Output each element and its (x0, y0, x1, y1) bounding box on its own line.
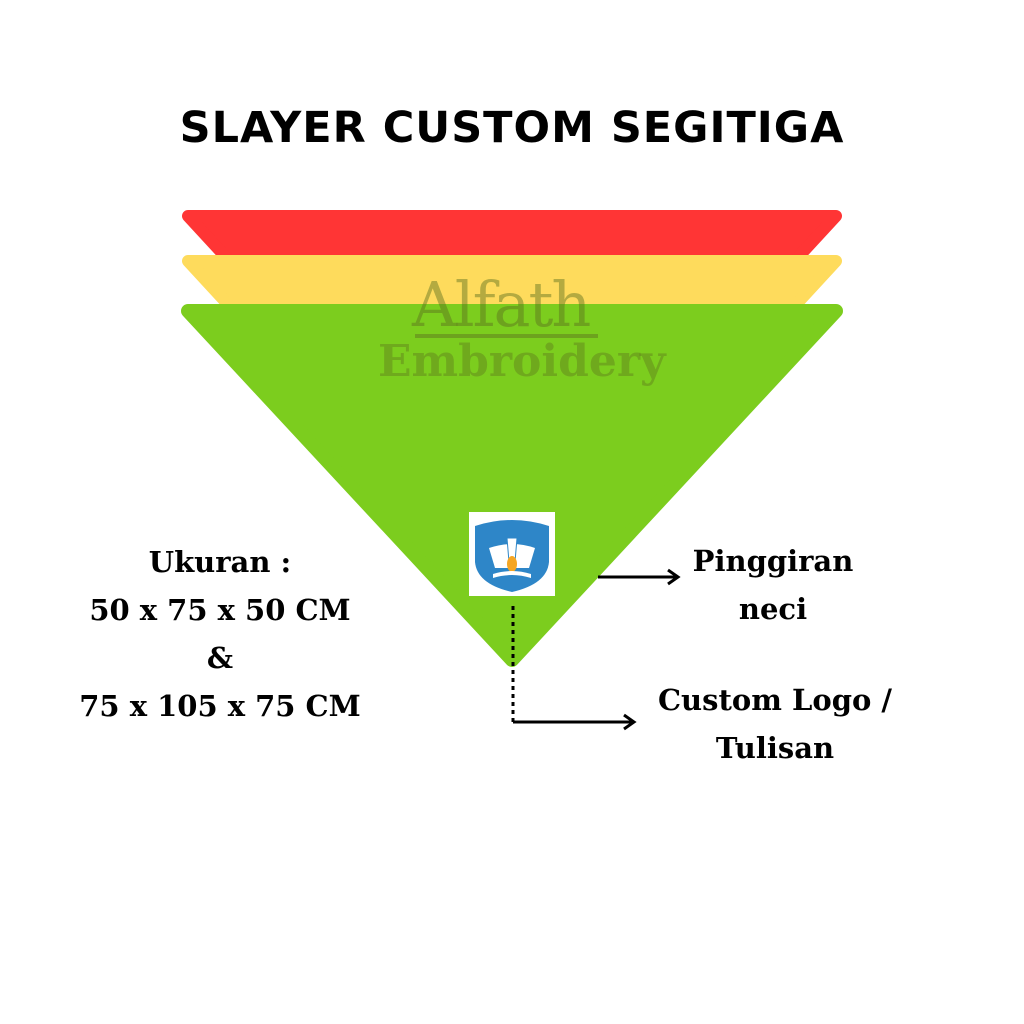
size-option-1: 50 x 75 x 50 CM (89, 593, 351, 627)
page-title: SLAYER CUSTOM SEGITIGA (179, 103, 845, 153)
size-separator: & (206, 641, 234, 675)
logo-callout-line2: Tulisan (715, 731, 835, 765)
watermark-alfath: Alfath (412, 268, 591, 341)
watermark-underline (415, 334, 598, 338)
edge-callout-line2: neci (738, 592, 808, 626)
tut-wuri-handayani-logo (469, 512, 555, 596)
size-label: Ukuran : (148, 545, 292, 579)
watermark-embroidery: Embroidery (378, 336, 666, 387)
logo-emblem-icon (475, 520, 549, 592)
logo-arrowhead (623, 713, 637, 731)
edge-callout-line1: Pinggiran (692, 544, 854, 578)
size-option-2: 75 x 105 x 75 CM (79, 689, 361, 723)
logo-callout-line1: Custom Logo / (657, 683, 893, 717)
edge-arrowhead (667, 568, 681, 586)
green-layer (181, 304, 843, 667)
